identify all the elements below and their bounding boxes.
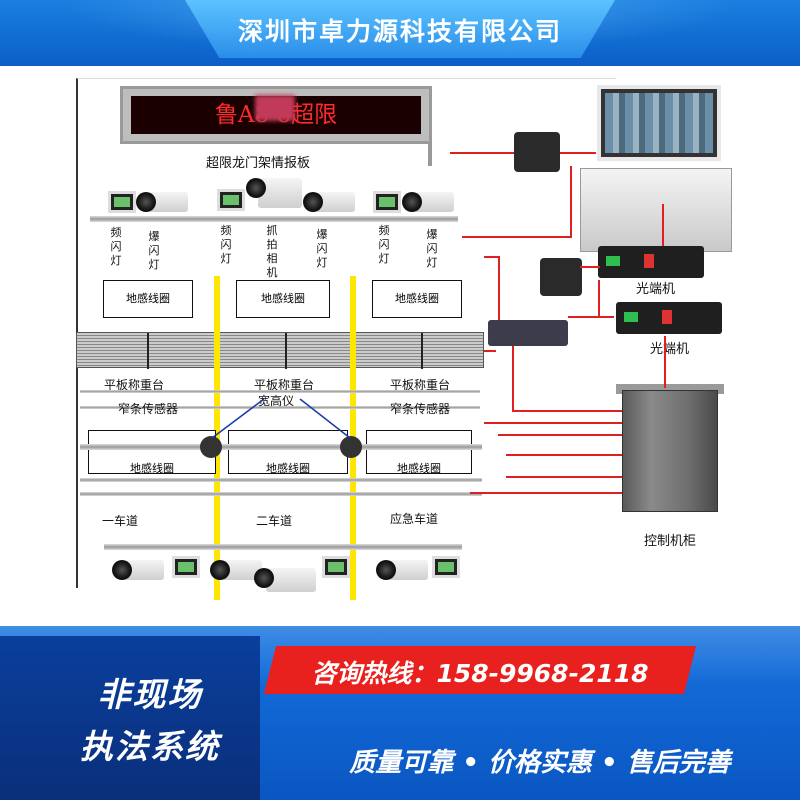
slogan-line-2: 执法系统: [20, 720, 280, 768]
network-switch-icon: [488, 320, 568, 346]
width-height-arrow: [300, 399, 350, 438]
wire: [470, 492, 622, 494]
wire: [598, 280, 600, 318]
wire: [484, 350, 496, 352]
gantry-rail-bottom: [104, 544, 462, 550]
company-name: 深圳市卓力源科技有限公司: [185, 12, 615, 48]
lane-label-3: 应急车道: [390, 510, 438, 527]
slogan-line-1: 非现场: [20, 668, 280, 716]
network-box-icon: [540, 258, 582, 296]
lane-label-1: 一车道: [102, 512, 138, 529]
wire: [580, 266, 600, 268]
industrial-pc-icon: [580, 168, 732, 252]
cabinet-label: 控制机柜: [644, 530, 696, 549]
wire: [570, 166, 572, 238]
system-diagram: 鲁A8 8超限 超限龙门架情报板 频闪灯 爆闪灯 频闪灯 抓拍相机 爆闪灯 频闪…: [0, 66, 800, 626]
monitor-screen: [605, 93, 713, 153]
capture-camera-icon: [266, 568, 316, 592]
wire: [484, 422, 622, 424]
network-box-icon: [514, 132, 560, 172]
wire: [506, 454, 622, 456]
flash-light-icon: [432, 556, 460, 578]
optical-label-2: 光端机: [650, 338, 689, 357]
footer-left-panel: [0, 636, 260, 800]
wire: [512, 346, 514, 412]
width-height-arrow: [212, 399, 264, 438]
rail-line: [80, 492, 482, 496]
wire: [484, 256, 498, 258]
wire: [506, 476, 622, 478]
wire: [498, 256, 500, 320]
wire: [568, 316, 614, 318]
optical-transceiver-icon: [598, 246, 704, 278]
hotline-text: 咨询热线：158-9968-2118: [270, 654, 690, 690]
burst-light-icon: [124, 560, 164, 580]
monitor-icon: [597, 85, 721, 161]
wire: [450, 152, 514, 154]
optical-transceiver-icon: [616, 302, 722, 334]
footer-banner: 非现场 执法系统 咨询热线：158-9968-2118 质量可靠 • 价格实惠 …: [0, 626, 800, 800]
wire: [512, 410, 622, 412]
wire: [664, 336, 666, 388]
lane-label-2: 二车道: [256, 512, 292, 529]
rail-line: [80, 478, 482, 482]
flash-light-icon: [172, 556, 200, 578]
quality-slogan: 质量可靠 • 价格实惠 • 售后完善: [300, 742, 780, 779]
wire: [662, 204, 664, 246]
flash-light-icon: [322, 556, 350, 578]
wire: [462, 236, 570, 238]
control-cabinet-icon: [622, 390, 718, 512]
wire: [498, 434, 622, 436]
optical-label-1: 光端机: [636, 278, 675, 297]
burst-light-icon: [388, 560, 428, 580]
wire: [560, 152, 596, 154]
